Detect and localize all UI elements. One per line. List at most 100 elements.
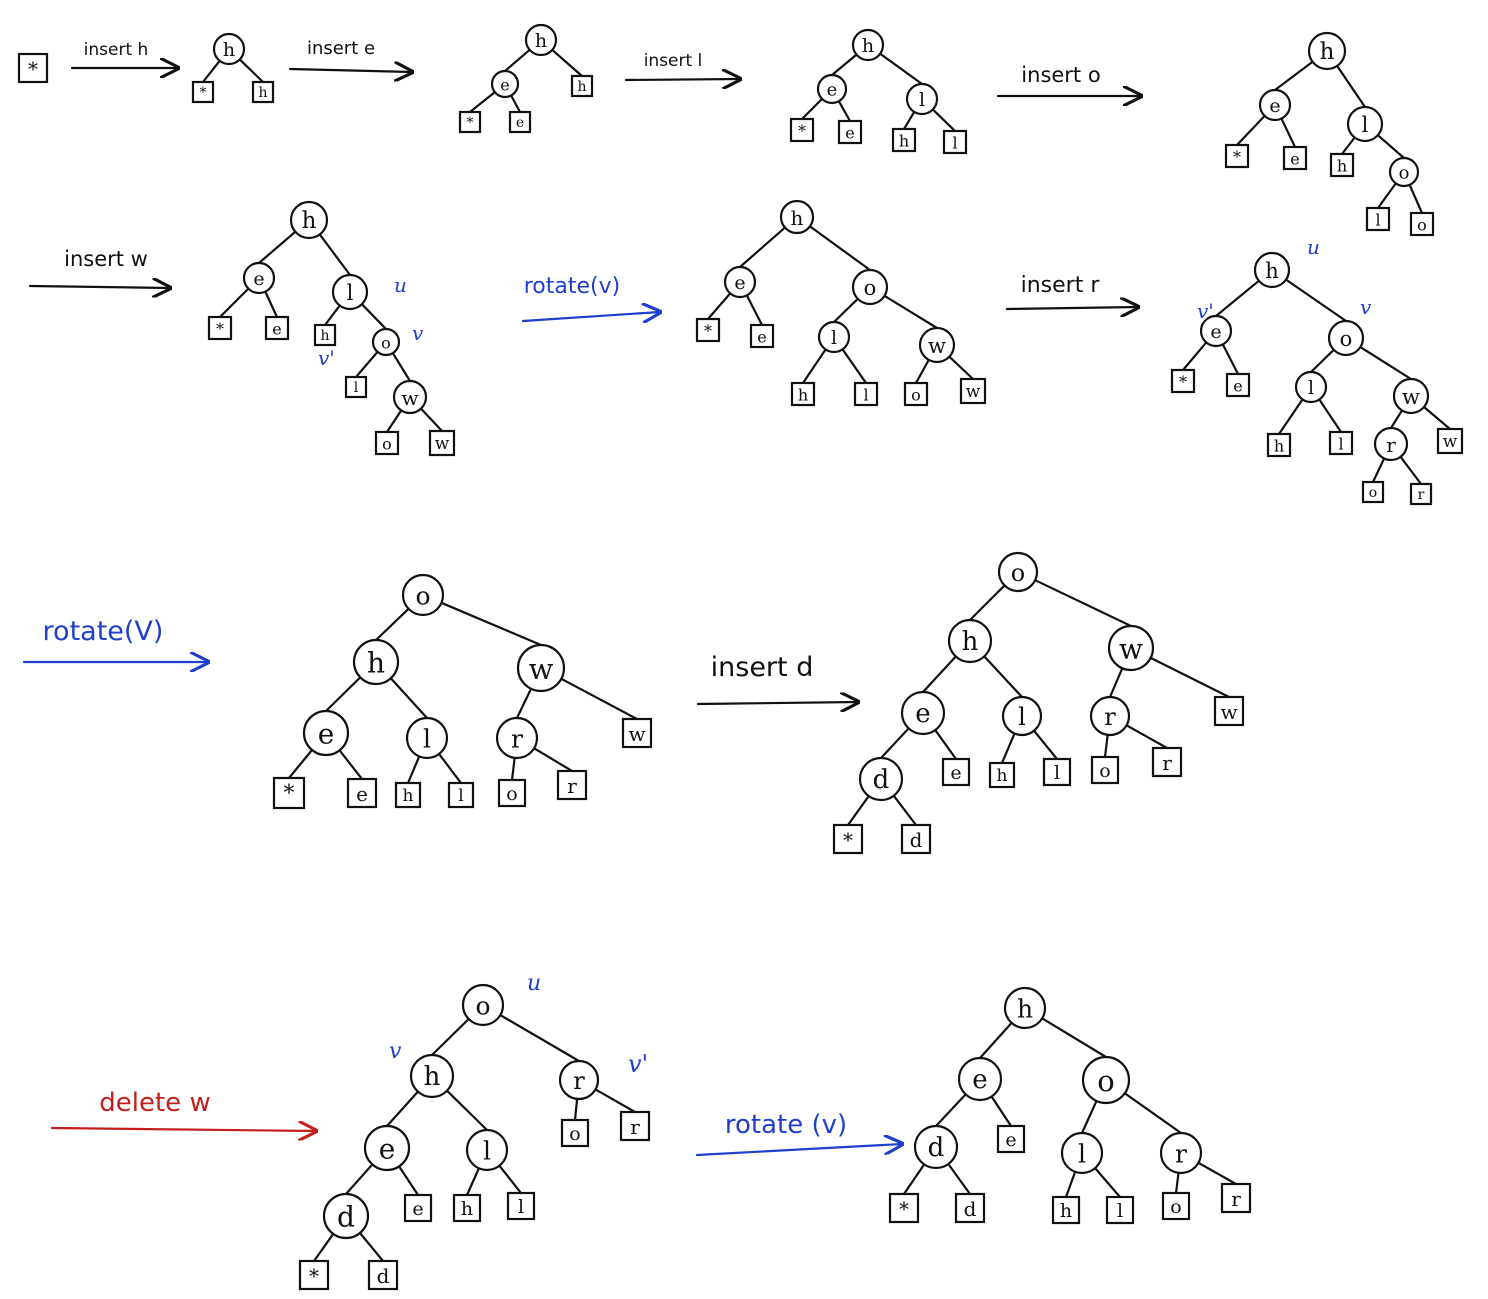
step-label: rotate(V) bbox=[43, 616, 164, 647]
leaf-star bbox=[191, 80, 215, 104]
tree-edge bbox=[1273, 60, 1314, 92]
step-arrow bbox=[50, 1128, 316, 1131]
leaf-label: * bbox=[309, 1264, 319, 1288]
annotation-label: v' bbox=[1197, 299, 1214, 323]
node-label: o bbox=[1399, 163, 1410, 184]
leaf-star bbox=[272, 776, 306, 810]
tree-edge bbox=[902, 110, 916, 131]
step-label: insert o bbox=[1021, 63, 1100, 87]
tree-edge bbox=[738, 226, 787, 269]
tree-node-h bbox=[352, 638, 400, 686]
leaf-h bbox=[891, 127, 917, 153]
node-label: h bbox=[862, 35, 874, 57]
leaf-r bbox=[556, 769, 588, 801]
tree-node-l bbox=[817, 320, 851, 354]
step-label: insert h bbox=[84, 40, 149, 60]
annotation-label: u bbox=[394, 273, 407, 297]
leaf-star bbox=[298, 1259, 330, 1291]
node-label: e bbox=[827, 80, 838, 101]
step-6: rotate(v) bbox=[521, 274, 660, 321]
leaf-label: * bbox=[284, 782, 295, 807]
tree-edge bbox=[1032, 729, 1059, 761]
tree-edge bbox=[990, 1095, 1013, 1128]
tree-edge bbox=[1149, 656, 1231, 699]
step-11: rotate (v) bbox=[695, 1110, 902, 1157]
leaf-label: l bbox=[518, 1196, 524, 1218]
node-label: r bbox=[573, 1067, 585, 1095]
leaf-d bbox=[954, 1192, 986, 1224]
tree-edge bbox=[323, 304, 341, 327]
leaf-e bbox=[1282, 145, 1308, 171]
leaf-label: h bbox=[258, 85, 267, 101]
node-label: h bbox=[1320, 39, 1335, 65]
node-label: l bbox=[483, 1137, 491, 1166]
tree-node-d bbox=[913, 1124, 959, 1170]
leaf-e bbox=[941, 757, 971, 787]
tree-1: * bbox=[17, 52, 49, 84]
step-arrow bbox=[28, 286, 170, 288]
tree-edge bbox=[808, 225, 872, 272]
tree-node-h bbox=[212, 32, 246, 66]
tree-node-h bbox=[1003, 986, 1047, 1030]
tree-edge bbox=[287, 748, 314, 780]
leaf-star bbox=[888, 1192, 920, 1224]
leaf-w bbox=[1213, 695, 1245, 727]
tree-edge bbox=[1389, 409, 1404, 430]
leaf-label: w bbox=[628, 722, 645, 746]
tree-3: he*eh bbox=[458, 23, 594, 134]
leaf-e bbox=[403, 1193, 433, 1223]
step-2: insert e bbox=[288, 38, 412, 72]
tree-edge bbox=[934, 728, 958, 761]
tree-node-e bbox=[900, 690, 946, 736]
tree-edge bbox=[1034, 579, 1133, 628]
leaf-l bbox=[1105, 1195, 1135, 1225]
tree-edge bbox=[1214, 279, 1260, 318]
tree-edge bbox=[837, 100, 852, 123]
leaf-label: l bbox=[863, 386, 868, 405]
leaf-d bbox=[367, 1259, 399, 1291]
tree-node-d bbox=[322, 1192, 370, 1240]
leaf-star bbox=[207, 315, 233, 341]
step-arrow bbox=[288, 69, 412, 72]
tree-node-w bbox=[918, 326, 956, 364]
leaf-label: e bbox=[1233, 377, 1242, 396]
tree-edge bbox=[201, 59, 221, 84]
step-9: insert d bbox=[696, 652, 858, 704]
step-arrow bbox=[521, 312, 660, 321]
tree-edge bbox=[1080, 1099, 1098, 1135]
step-8: rotate(V) bbox=[22, 616, 208, 662]
tree-edge bbox=[1376, 182, 1397, 210]
node-label: e bbox=[915, 699, 930, 729]
tree-node-l bbox=[1346, 105, 1384, 143]
tree-edge bbox=[948, 355, 975, 381]
tree-edge bbox=[238, 58, 265, 84]
tree-edge bbox=[385, 1090, 420, 1128]
leaf-r bbox=[1151, 746, 1183, 778]
step-arrow bbox=[696, 702, 858, 704]
tree-node-l bbox=[465, 1128, 509, 1172]
node-label: e bbox=[318, 718, 335, 751]
leaf-label: d bbox=[910, 828, 923, 852]
tree-edge bbox=[312, 1232, 335, 1263]
tree-edge bbox=[1340, 136, 1356, 156]
leaf-label: w bbox=[1220, 700, 1237, 724]
leaf-h bbox=[394, 781, 422, 809]
annotation-label: v bbox=[389, 1039, 402, 1064]
tree-edge bbox=[573, 1097, 579, 1122]
leaf-l bbox=[853, 381, 879, 407]
tree-edge bbox=[318, 233, 352, 277]
leaf-label: h bbox=[1337, 157, 1347, 176]
tree-edge bbox=[551, 48, 584, 78]
leaf-star bbox=[1224, 143, 1250, 169]
node-label: o bbox=[381, 334, 391, 353]
tree-2: h*h bbox=[191, 32, 275, 104]
node-label: e bbox=[734, 272, 745, 294]
tree-edge bbox=[1064, 1170, 1077, 1199]
leaf-label: o bbox=[1369, 485, 1377, 501]
leaf-label: o bbox=[911, 386, 921, 405]
node-label: o bbox=[415, 582, 430, 611]
node-label: d bbox=[928, 1133, 945, 1163]
